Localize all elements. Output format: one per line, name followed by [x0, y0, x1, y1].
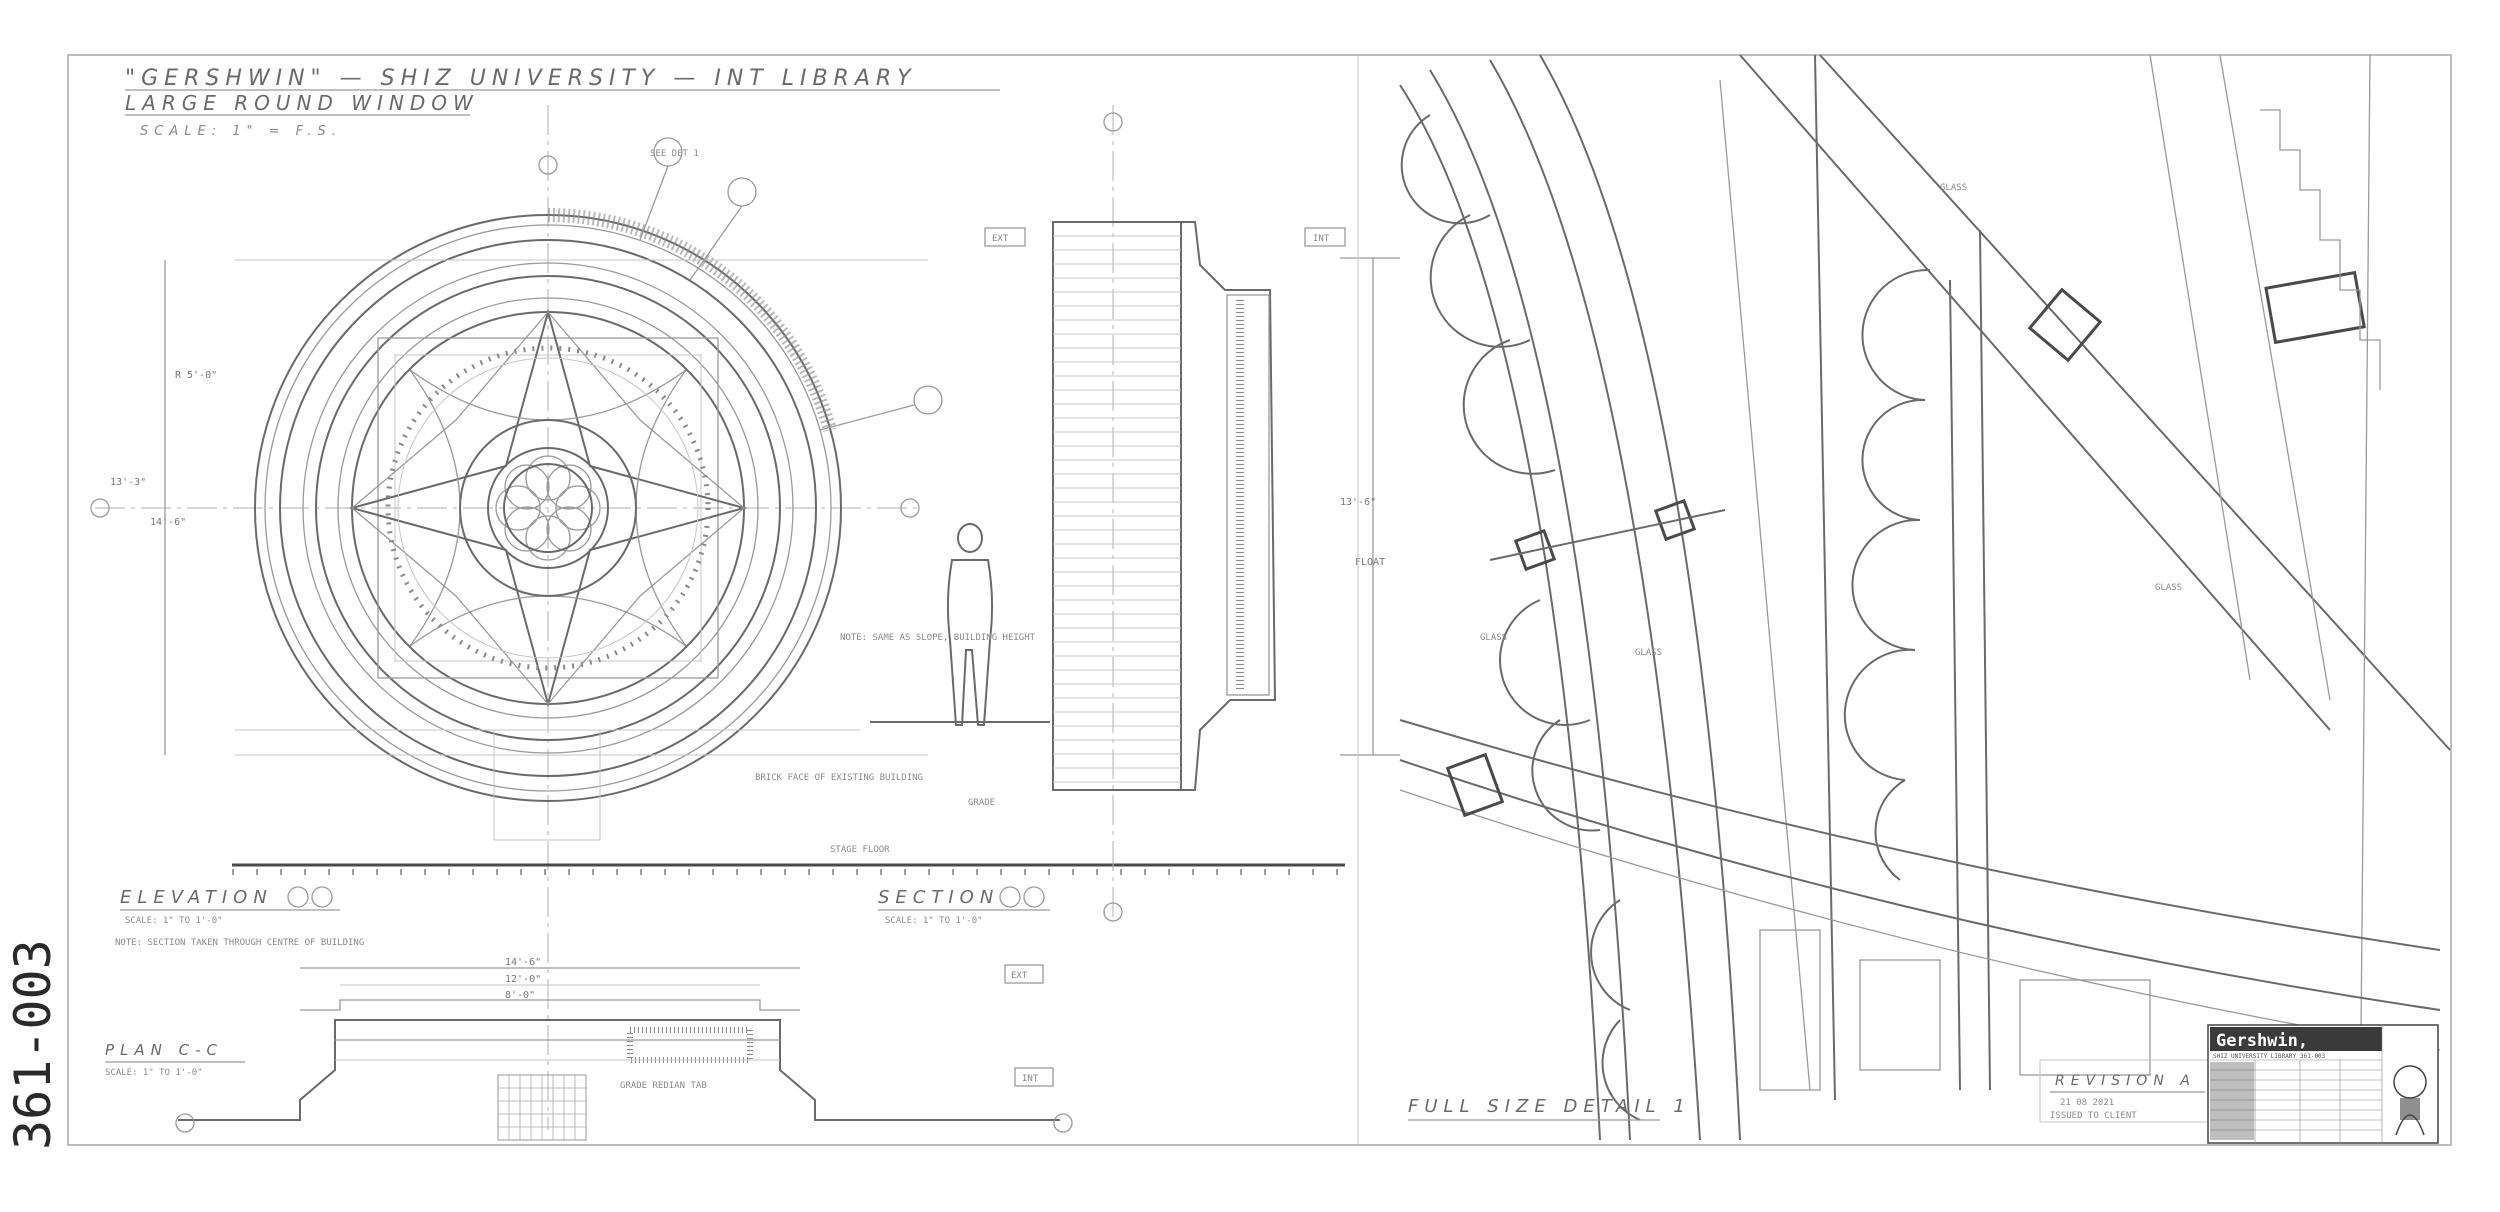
detail-glass-2: GLASS [1635, 648, 1662, 658]
title-block-header: "GERSHWIN" — SHIZ UNIVERSITY — INT LIBRA… [125, 66, 1000, 139]
plan-inner: 12'-0" [505, 974, 541, 985]
section-view: FLOAT 13'-6" EXT INT BRICK FACE OF EXIST… [755, 105, 1400, 922]
grade-redian-note: GRADE REDIAN TAB [620, 1081, 707, 1091]
elevation-label: ELEVATION [120, 887, 273, 908]
view-marker-icon [1103, 902, 1123, 922]
section-scale: SCALE: 1" TO 1'-0" [885, 916, 983, 926]
scale-figure: NOTE: SAME AS SLOPE, BUILDING HEIGHT [840, 523, 1050, 726]
stage-floor: STAGE FLOOR [232, 845, 1345, 875]
section-label: SECTION [878, 887, 999, 908]
sheet-number: 361-003 [4, 939, 62, 1150]
full-size-detail: GLASS GLASS GLASS GLASS [1357, 54, 2451, 1145]
see-detail-note: SEE DET 1 [650, 149, 699, 159]
elevation-scale: SCALE: 1" TO 1'-0" [125, 916, 223, 926]
detail-glass-4: GLASS [1480, 633, 1507, 643]
dim-radius: R 5'-0" [175, 370, 217, 381]
revision-note: ISSUED TO CLIENT [2050, 1111, 2137, 1121]
view-marker-icon [175, 1113, 195, 1133]
plan-width: 14'-6" [505, 957, 541, 968]
plan-label: PLAN C-C [105, 1041, 223, 1059]
elevation-label-group: ELEVATION SCALE: 1" TO 1'-0" NOTE: SECTI… [115, 886, 364, 948]
title-block: Gershwin, SHIZ UNIVERSITY LIBRARY 361-00… [2207, 1024, 2439, 1144]
elevation-view: 13'-3" 14'-6" R 5'-0" SEE DET 1 [90, 105, 943, 1130]
view-marker-icon [90, 498, 110, 518]
view-marker-icon [1053, 1113, 1073, 1133]
view-marker-icon [1103, 112, 1123, 132]
revision-box: REVISION A 21 08 2021 ISSUED TO CLIENT [2039, 1059, 2216, 1123]
section-float: FLOAT [1355, 557, 1385, 568]
view-marker-icon [900, 498, 920, 518]
title-block-line1: SHIZ UNIVERSITY LIBRARY [2213, 1053, 2296, 1060]
title-line-1: "GERSHWIN" — SHIZ UNIVERSITY — INT LIBRA… [125, 66, 917, 91]
detail-label: FULL SIZE DETAIL 1 [1408, 1096, 1691, 1117]
person-note: NOTE: SAME AS SLOPE, BUILDING HEIGHT [840, 633, 1036, 643]
plan-note: NOTE: SECTION TAKEN THROUGH CENTRE OF BU… [115, 938, 364, 948]
detail-label-group: FULL SIZE DETAIL 1 [1408, 1096, 1691, 1121]
revision-date: 21 08 2021 [2060, 1098, 2114, 1108]
grade-note: GRADE [968, 798, 995, 808]
section-int-label: INT [1313, 234, 1330, 244]
plan-label-group: PLAN C-C SCALE: 1" TO 1'-0" [105, 1041, 245, 1078]
section-ext-label: EXT [992, 234, 1009, 244]
title-scale: SCALE: 1" = F.S. [140, 124, 342, 139]
logo-illustration-icon [2393, 1065, 2427, 1136]
stage-floor-note: STAGE FLOOR [830, 845, 890, 855]
plan-int-label: INT [1022, 1074, 1039, 1084]
detail-glass-3: GLASS [2155, 583, 2182, 593]
plan-view: 14'-6" 12'-0" 8'-0" GRADE REDIAN TAB EXT… [175, 957, 1073, 1141]
revision-label: REVISION A [2055, 1073, 2196, 1089]
brand-name: Gershwin, [2216, 1031, 2308, 1051]
sheet-border [67, 54, 2452, 1146]
detail-glass-1: GLASS [1940, 183, 1967, 193]
title-line-2: LARGE ROUND WINDOW [125, 91, 479, 115]
plan-ext-label: EXT [1011, 971, 1028, 981]
brick-face-note: BRICK FACE OF EXISTING BUILDING [755, 773, 923, 783]
title-block-sheet: 361-003 [2300, 1053, 2326, 1060]
section-label-group: SECTION SCALE: 1" TO 1'-0" [878, 886, 1050, 926]
view-marker-icon [538, 155, 558, 175]
plan-core: 8'-0" [505, 990, 535, 1001]
dim-inner-width: 14'-6" [150, 517, 186, 528]
dim-overall-width: 13'-3" [110, 477, 146, 488]
plan-scale: SCALE: 1" TO 1'-0" [105, 1068, 203, 1078]
